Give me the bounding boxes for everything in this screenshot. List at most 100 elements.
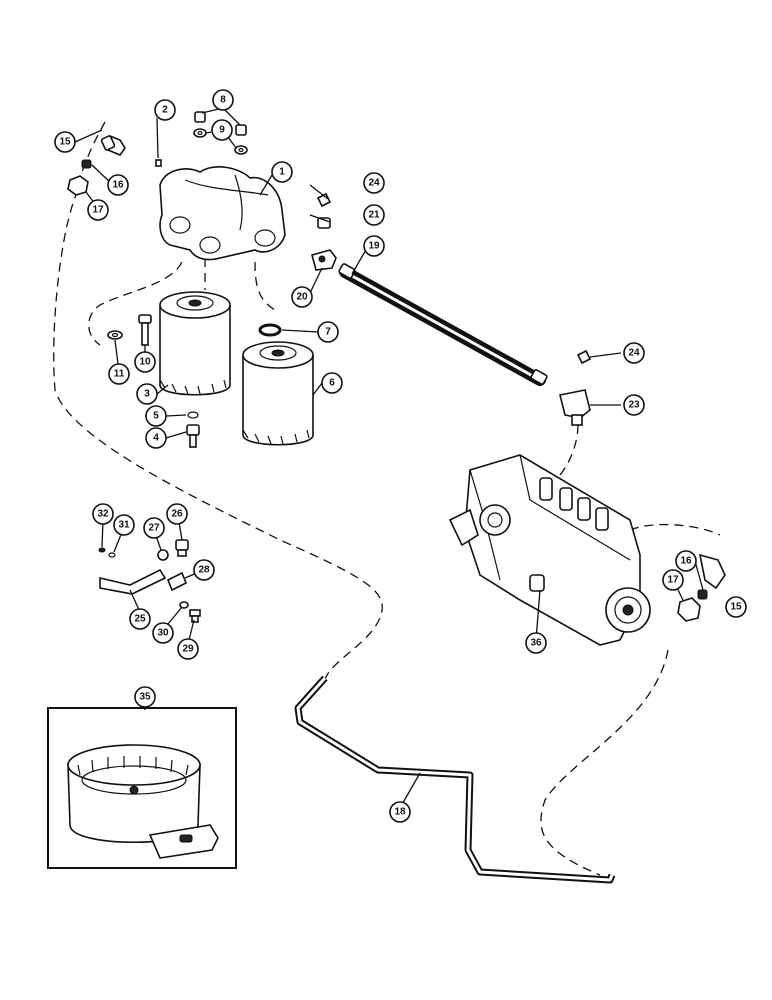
svg-text:3: 3 — [144, 389, 150, 400]
o-ring-part-7 — [258, 323, 282, 337]
callout-30: 30 — [152, 622, 174, 644]
tee-fitting-part-20 — [311, 249, 337, 271]
callout-24-top: 24 — [363, 172, 385, 194]
elbow-fitting-part-23 — [559, 389, 591, 426]
svg-text:21: 21 — [368, 210, 380, 221]
svg-text:15: 15 — [59, 137, 71, 148]
screw-part-8 — [194, 111, 247, 136]
seal-part-5 — [187, 411, 199, 419]
injection-pump-part-36 — [448, 454, 651, 646]
sleeve-part-16-right — [697, 589, 708, 600]
pump-feed-dashed-line — [559, 424, 579, 476]
callout-16-right: 16 — [675, 550, 697, 572]
svg-text:7: 7 — [325, 327, 331, 338]
callout-27: 27 — [143, 517, 165, 539]
filter-cartridge-part-3 — [159, 291, 231, 396]
inset-frame — [47, 707, 237, 869]
filter-link-dashed-line-b — [254, 261, 276, 311]
callout-4: 4 — [145, 427, 167, 449]
callout-16-left: 16 — [107, 174, 129, 196]
fuel-pipe-part-18 — [294, 675, 616, 884]
svg-text:24: 24 — [368, 178, 380, 189]
callout-5: 5 — [145, 405, 167, 427]
pump-return-dashed-line — [540, 649, 669, 876]
filter-head-part — [159, 166, 286, 261]
callout-36: 36 — [525, 632, 547, 654]
svg-text:31: 31 — [118, 520, 130, 531]
fuel-return-dashed-line — [53, 189, 383, 681]
svg-text:16: 16 — [112, 180, 124, 191]
elbow-fitting-part-15-right — [698, 553, 726, 590]
callout-25: 25 — [129, 608, 151, 630]
bolt-part-26 — [175, 539, 189, 557]
bolt-part-10 — [138, 314, 152, 346]
svg-text:36: 36 — [530, 638, 542, 649]
callout-21: 21 — [363, 204, 385, 226]
elbow-dashed-bracket-right — [629, 523, 721, 536]
svg-text:35: 35 — [139, 692, 151, 703]
svg-text:17: 17 — [92, 205, 104, 216]
washer-part-30 — [179, 601, 189, 609]
svg-text:6: 6 — [329, 378, 335, 389]
clip-part-28 — [166, 571, 188, 592]
callout-17-left: 17 — [87, 199, 109, 221]
screw-part-32 — [98, 547, 106, 553]
filter-wrench-part-35 — [67, 744, 219, 859]
washer-part-27 — [157, 549, 169, 561]
svg-text:20: 20 — [296, 292, 308, 303]
sleeve-part-16-left — [81, 159, 92, 169]
callout-11: 11 — [108, 363, 130, 385]
svg-text:11: 11 — [114, 369, 125, 380]
svg-text:18: 18 — [394, 807, 406, 818]
callout-3: 3 — [136, 383, 158, 405]
elbow-dashed-bracket-left — [77, 121, 106, 186]
callout-7: 7 — [317, 321, 339, 343]
callout-23: 23 — [623, 394, 645, 416]
callout-26: 26 — [166, 503, 188, 525]
callout-17-right: 17 — [662, 569, 684, 591]
callout-31: 31 — [113, 514, 135, 536]
callout-35: 35 — [134, 686, 156, 708]
callout-32: 32 — [92, 503, 114, 525]
svg-text:1: 1 — [279, 167, 285, 178]
svg-text:23: 23 — [628, 400, 640, 411]
bolt-part-29 — [189, 609, 201, 623]
washer-part-9 — [193, 128, 248, 155]
callout-24-pump: 24 — [623, 342, 645, 364]
callout-2: 2 — [154, 99, 176, 121]
svg-text:25: 25 — [134, 614, 146, 625]
svg-text:17: 17 — [667, 575, 679, 586]
svg-text:10: 10 — [139, 357, 151, 368]
cap-part-24-pump — [576, 349, 592, 365]
callout-28: 28 — [193, 559, 215, 581]
bracket-part-25 — [99, 568, 167, 595]
callout-6: 6 — [321, 372, 343, 394]
svg-text:29: 29 — [182, 644, 194, 655]
callout-15-right: 15 — [725, 596, 747, 618]
callout-9: 9 — [211, 119, 233, 141]
callout-10: 10 — [134, 351, 156, 373]
washer-part-11 — [107, 330, 123, 340]
svg-text:5: 5 — [153, 411, 159, 422]
washer-part-31 — [108, 552, 116, 558]
svg-text:4: 4 — [153, 433, 159, 444]
callout-1: 1 — [271, 161, 293, 183]
plug-part-2 — [155, 159, 162, 167]
filter-link-dashed-line-a — [88, 261, 183, 346]
callout-20: 20 — [291, 286, 313, 308]
svg-text:19: 19 — [368, 241, 380, 252]
svg-text:30: 30 — [157, 628, 169, 639]
elbow-fitting-part-15-left — [100, 134, 126, 156]
nut-part-17-right — [677, 597, 701, 622]
svg-text:2: 2 — [162, 105, 168, 116]
callout-8: 8 — [212, 89, 234, 111]
svg-text:26: 26 — [171, 509, 183, 520]
callout-19: 19 — [363, 235, 385, 257]
fuel-hose-part-19 — [338, 263, 548, 386]
callout-29: 29 — [177, 638, 199, 660]
svg-text:15: 15 — [730, 602, 742, 613]
callout-18: 18 — [389, 801, 411, 823]
svg-text:24: 24 — [628, 348, 640, 359]
svg-text:32: 32 — [97, 509, 109, 520]
svg-text:27: 27 — [148, 523, 160, 534]
